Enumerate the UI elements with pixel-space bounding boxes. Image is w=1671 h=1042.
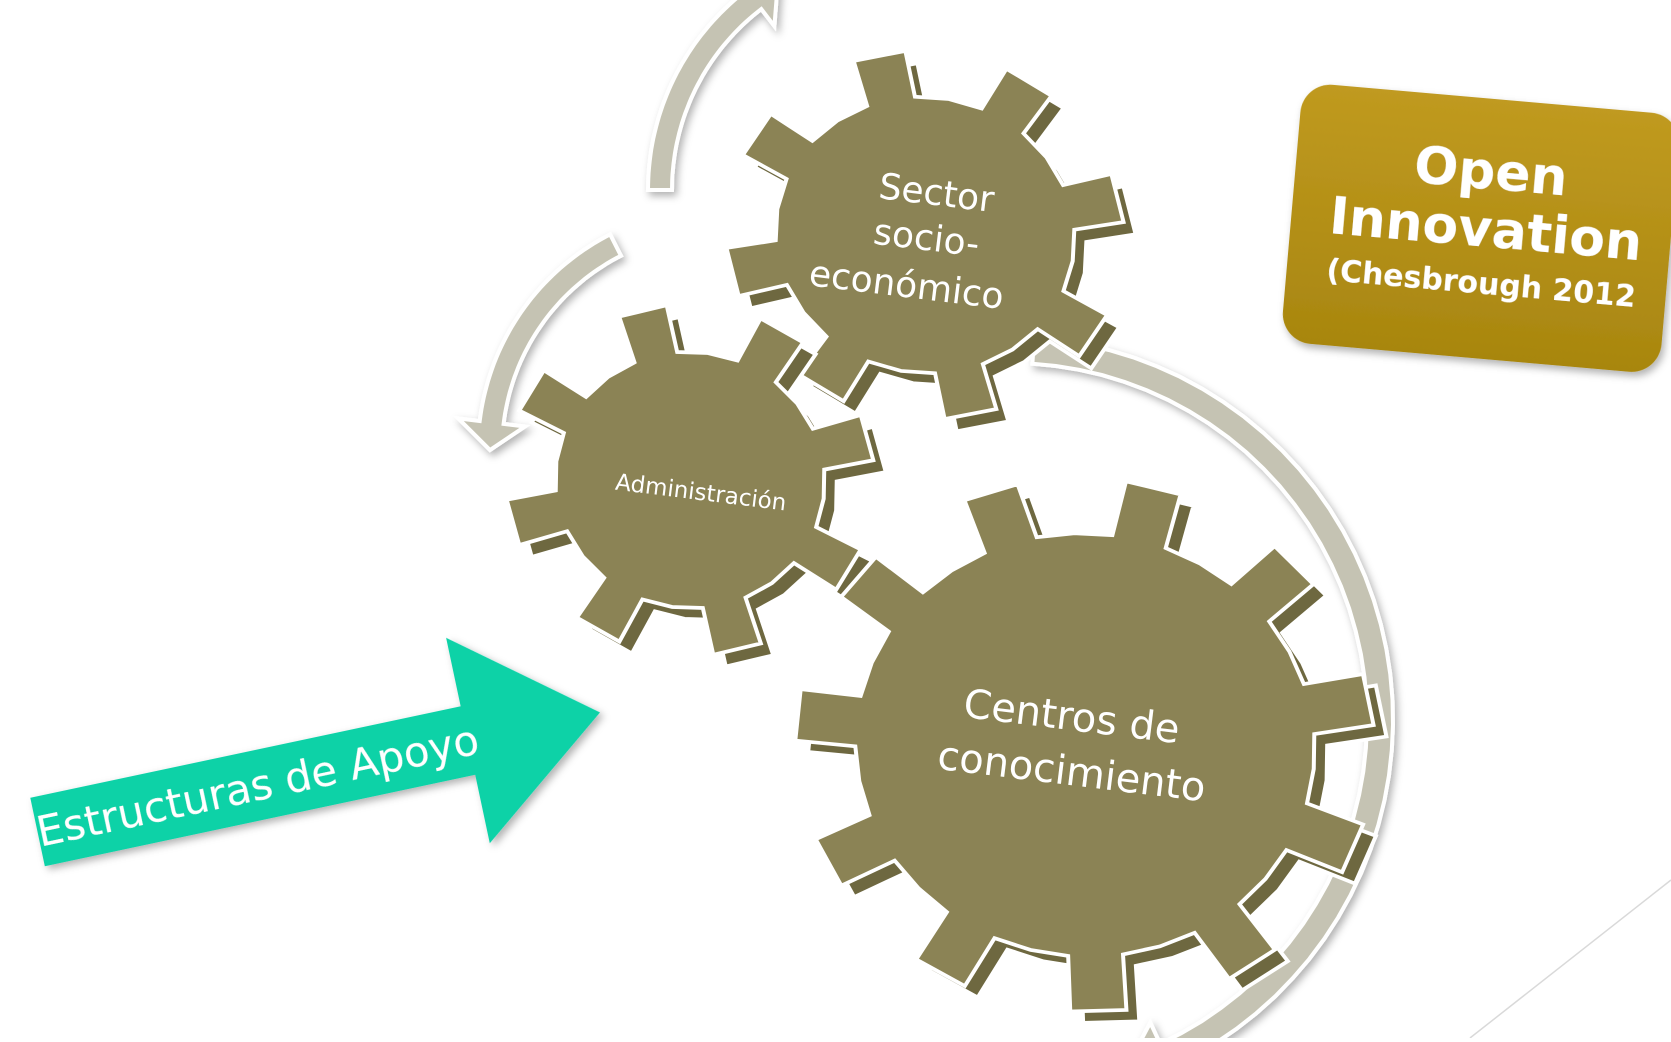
gear-centros-conocimiento — [793, 479, 1389, 1025]
support-structures-arrow: Estructuras de Apoyo — [30, 637, 600, 867]
cycle-arrow-top — [645, 0, 779, 192]
cycle-arrow-right — [1030, 335, 1396, 1042]
badge-line-1: Open — [1412, 135, 1570, 208]
gear-sector-socioeconomico — [724, 48, 1139, 434]
cycle-arrows — [452, 0, 1396, 1042]
open-innovation-badge: Open Innovation (Chesbrough 2012 — [1282, 84, 1671, 372]
gear-face — [724, 48, 1126, 422]
decorative-line — [1469, 879, 1671, 1039]
gear-face — [504, 302, 876, 658]
gear-face — [793, 479, 1376, 1014]
cycle-arrow-left — [452, 231, 624, 453]
gear-administracion — [504, 302, 889, 669]
